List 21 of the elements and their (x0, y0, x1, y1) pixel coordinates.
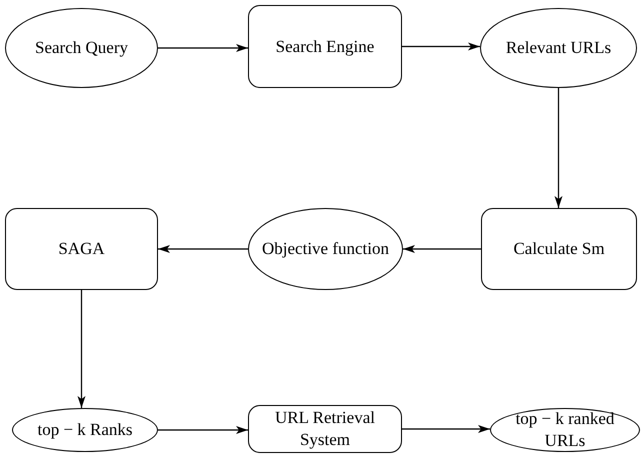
node-label: top − k Ranks (37, 419, 133, 441)
arrow (402, 42, 480, 50)
node-label: Search Engine (276, 36, 374, 58)
node-label: URL Retrieval System (274, 407, 376, 451)
process-box (248, 5, 402, 88)
node-label: Objective function (262, 238, 389, 260)
process-box (481, 208, 637, 290)
node-label: Calculate Sm (513, 238, 605, 260)
arrow (554, 88, 562, 208)
process-box (248, 405, 402, 453)
arrow (158, 426, 248, 434)
arrow (158, 245, 248, 253)
node-label: top − k ranked URLs (514, 408, 616, 452)
node-label: SAGA (58, 238, 105, 260)
process-box (5, 208, 158, 290)
arrow (402, 425, 490, 433)
node-label: Relevant URLs (506, 37, 612, 59)
arrow (78, 290, 86, 408)
arrow (158, 44, 248, 52)
node-label: Search Query (35, 37, 128, 59)
arrow (403, 245, 481, 253)
